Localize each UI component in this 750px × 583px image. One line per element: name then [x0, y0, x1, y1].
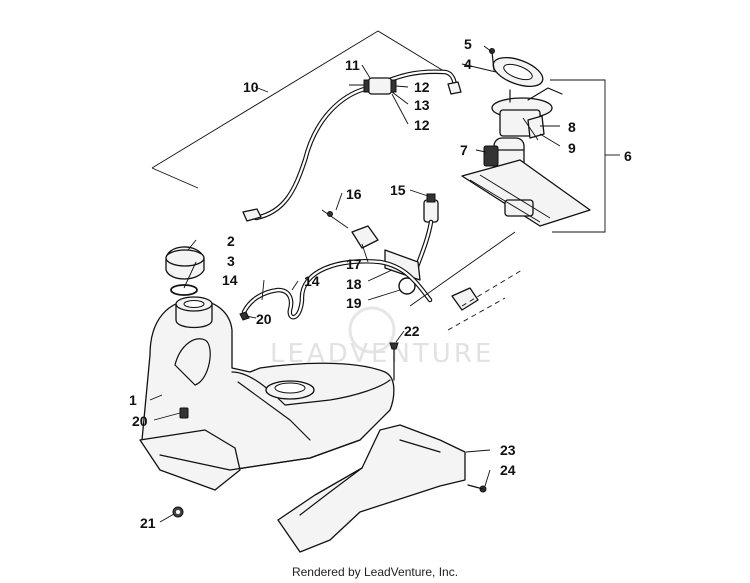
- callout-17: 17: [346, 256, 362, 272]
- callout-14-left: 14: [222, 272, 238, 288]
- callout-24: 24: [500, 462, 516, 478]
- callout-2: 2: [227, 233, 235, 249]
- callout-1: 1: [129, 392, 137, 408]
- watermark: LEADVENTURE: [270, 306, 491, 369]
- bracket-6: [550, 79, 620, 233]
- callout-12-lower: 12: [414, 117, 430, 133]
- leader-lines: [149, 45, 561, 523]
- callout-14-right: 14: [304, 273, 320, 289]
- callout-6: 6: [624, 148, 632, 164]
- callout-5: 5: [464, 36, 472, 52]
- fuel-cap-2: [165, 246, 205, 296]
- callout-16: 16: [346, 186, 362, 202]
- callout-8: 8: [568, 119, 576, 135]
- callout-20-upper: 20: [256, 311, 272, 327]
- callout-12-upper: 12: [414, 79, 430, 95]
- callout-20-lower: 20: [132, 413, 148, 429]
- vent-hose-14: [241, 259, 433, 320]
- callout-4: 4: [464, 56, 472, 72]
- callout-9: 9: [568, 140, 576, 156]
- callout-labels: 1 2 3 4 5 6 7 8 9 10 11 12 13 12 14 14 1…: [129, 36, 632, 531]
- callout-21: 21: [140, 515, 156, 531]
- skid-plate-23: [277, 424, 466, 553]
- callout-18: 18: [346, 276, 362, 292]
- callout-10: 10: [243, 79, 259, 95]
- callout-15: 15: [390, 182, 406, 198]
- fuel-tank-1: [139, 296, 395, 491]
- callout-23: 23: [500, 442, 516, 458]
- reference-bracket: [409, 231, 523, 331]
- callout-13: 13: [414, 97, 430, 113]
- callout-11: 11: [345, 57, 360, 73]
- vent-assembly: [321, 193, 439, 295]
- callout-7: 7: [460, 142, 468, 158]
- render-credit: Rendered by LeadVenture, Inc.: [291, 565, 459, 579]
- fuel-pump-assembly: [461, 48, 591, 227]
- callout-22: 22: [404, 323, 420, 339]
- callout-19: 19: [346, 295, 362, 311]
- fuel-hose-10: [242, 69, 462, 222]
- callout-3: 3: [227, 253, 235, 269]
- inline-filter-13: [363, 77, 397, 95]
